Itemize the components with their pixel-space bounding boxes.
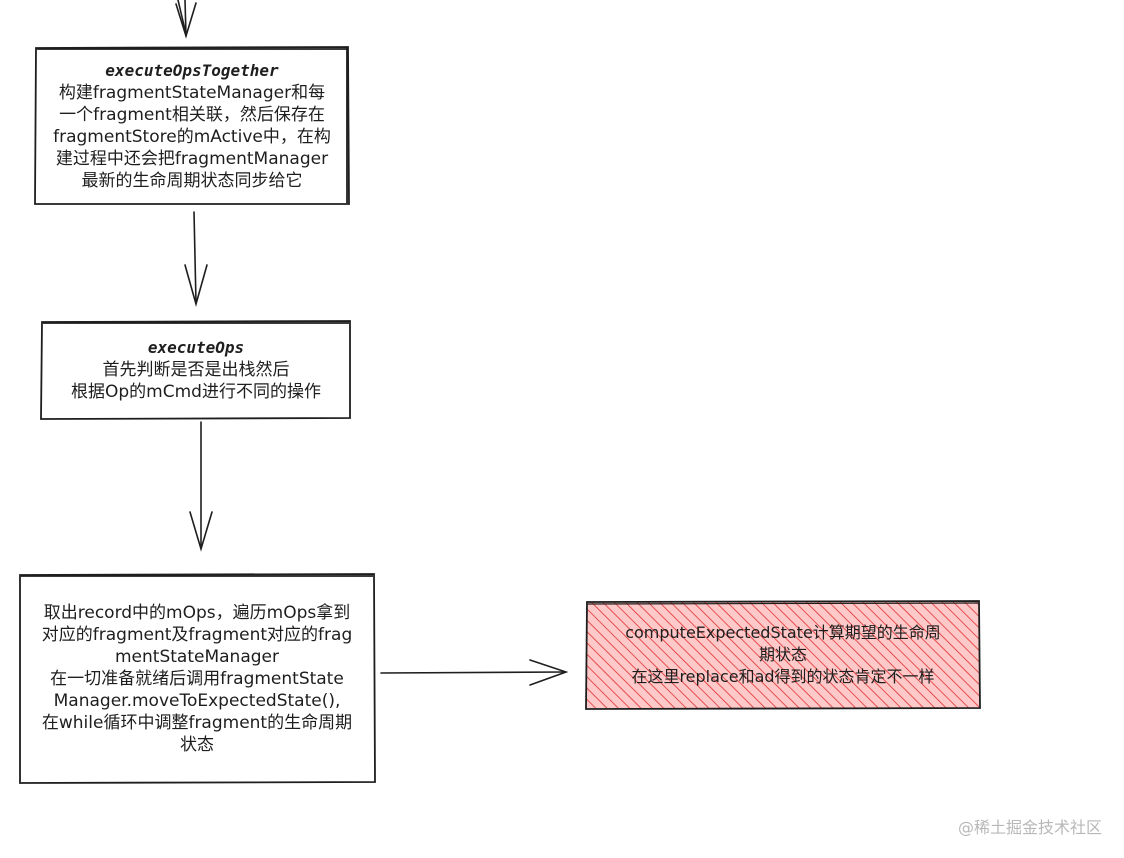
node-line: 建过程中还会把fragmentManager: [55, 149, 329, 169]
edge-execute-ops-together-to-execute-ops: [184, 211, 208, 307]
node-line: 在while循环中调整fragment的生命周期: [41, 712, 353, 733]
node-line: 最新的生命周期状态同步给它: [81, 171, 303, 191]
node-title: executeOpsTogether: [105, 61, 279, 80]
node-line: mentStateManager: [115, 646, 279, 667]
node-title: executeOps: [147, 338, 245, 357]
node-line: 一个fragment相关联，然后保存在: [59, 105, 325, 125]
node-execute-ops-together-label: executeOpsTogether 构建fragmentStateManage…: [36, 48, 348, 204]
node-compute-expected-state-label: computeExpectedState计算期望的生命周 期状态 在这里repl…: [587, 602, 979, 708]
node-line: 首先判断是否是出栈然后: [102, 360, 290, 380]
node-execute-ops-together: [34, 46, 350, 205]
edge-record-ops-to-compute-expected-state: [380, 659, 569, 686]
node-record-ops-label: 取出record中的mOps，遍历mOps拿到 对应的fragment及frag…: [20, 575, 374, 782]
node-line: Manager.moveToExpectedState(),: [53, 690, 341, 711]
node-line: 取出record中的mOps，遍历mOps拿到: [43, 602, 351, 623]
node-record-ops: [19, 573, 376, 784]
node-line: 在一切准备就绪后调用fragmentState: [50, 668, 344, 689]
edge-top-to-execute-ops-together: [175, 0, 197, 39]
node-line: 状态: [180, 734, 214, 755]
node-line: 期状态: [758, 645, 807, 664]
node-execute-ops: [40, 320, 351, 420]
node-compute-expected-state: [585, 600, 981, 710]
node-line: 在这里replace和ad得到的状态肯定不一样: [631, 667, 935, 686]
edge-execute-ops-to-record-ops: [189, 421, 213, 552]
node-line: 构建fragmentStateManager和每: [58, 83, 326, 103]
node-line: 对应的fragment及fragment对应的frag: [41, 624, 353, 645]
node-line: fragmentStore的mActive中，在构: [53, 127, 331, 147]
node-execute-ops-label: executeOps 首先判断是否是出栈然后 根据Op的mCmd进行不同的操作: [42, 322, 350, 418]
node-line: computeExpectedState计算期望的生命周: [625, 623, 941, 642]
node-line: 根据Op的mCmd进行不同的操作: [71, 382, 321, 402]
watermark: @稀土掘金技术社区: [957, 818, 1102, 837]
